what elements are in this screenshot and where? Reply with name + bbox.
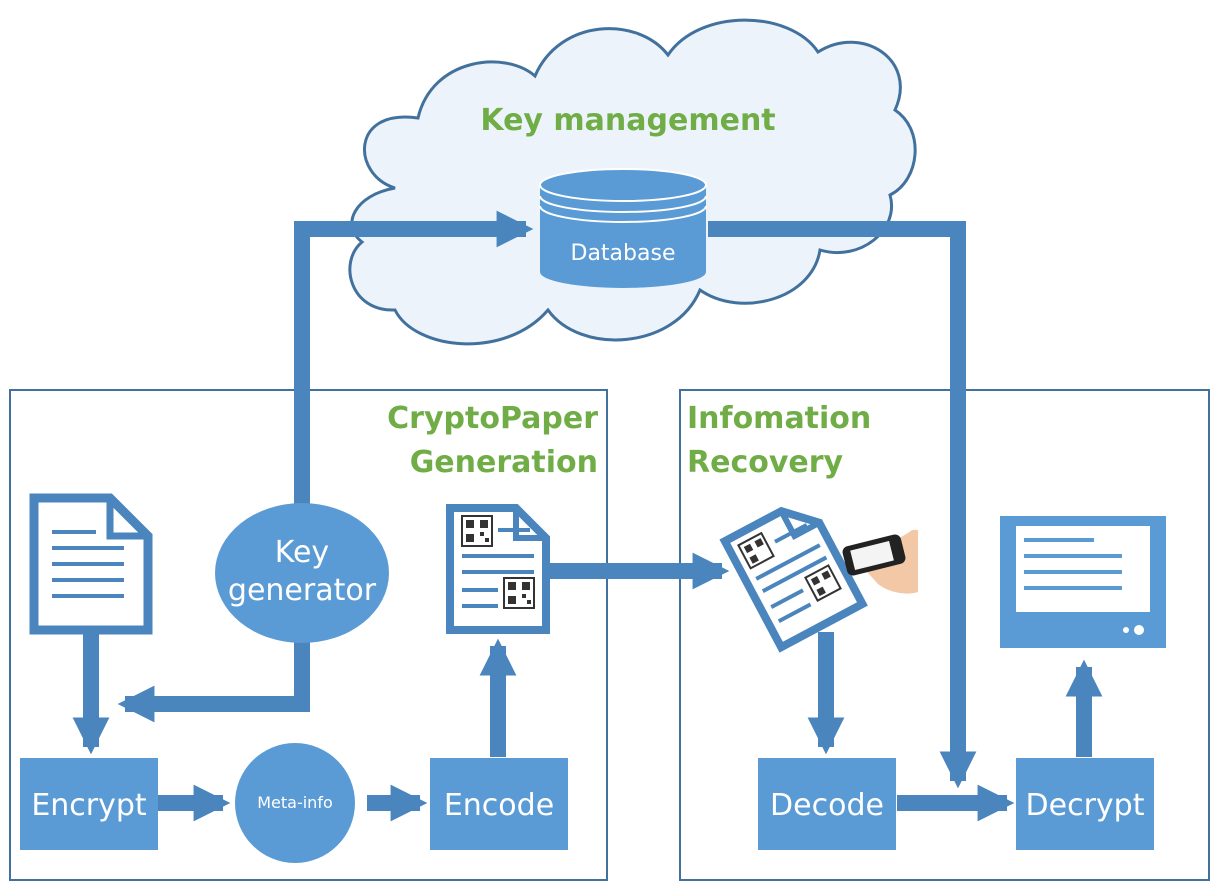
database-label: Database: [571, 241, 676, 266]
arrow-database-to-decrypt: [708, 221, 977, 789]
decode-node: Decode: [758, 758, 896, 850]
monitor-icon: [1000, 516, 1166, 648]
right-panel-title-line1: Infomation: [687, 401, 871, 436]
document-icon: [29, 493, 153, 635]
key-generator-label-line2: generator: [228, 573, 377, 608]
decrypt-node: Decrypt: [1016, 758, 1154, 850]
encode-node: Encode: [430, 758, 568, 850]
connectors: [72, 210, 1103, 822]
decrypt-label: Decrypt: [1026, 788, 1145, 823]
qr-code-icon: [461, 515, 493, 547]
left-panel-title-line2: Generation: [410, 445, 598, 480]
meta-info-node: Meta-info: [235, 743, 355, 863]
decode-label: Decode: [770, 788, 884, 823]
left-panel-title-line1: CryptoPaper: [387, 401, 598, 436]
encrypt-label: Encrypt: [31, 788, 147, 823]
arrow-keygen-to-database: [294, 210, 534, 505]
encode-label: Encode: [444, 788, 554, 823]
key-generator-label-line1: Key: [275, 535, 329, 570]
meta-info-label: Meta-info: [257, 793, 333, 812]
key-generator-node: Key generator: [215, 503, 389, 643]
cloud-title: Key management: [480, 103, 775, 138]
encrypt-node: Encrypt: [20, 758, 158, 850]
phone-scan-icon: [719, 506, 918, 653]
right-panel-title-line2: Recovery: [687, 445, 844, 480]
arrow-keygen-to-encrypt-path: [117, 640, 310, 723]
qr-code-icon: [503, 577, 535, 609]
database-cylinder-icon: Database: [539, 168, 707, 288]
qr-document-icon: [446, 504, 550, 634]
